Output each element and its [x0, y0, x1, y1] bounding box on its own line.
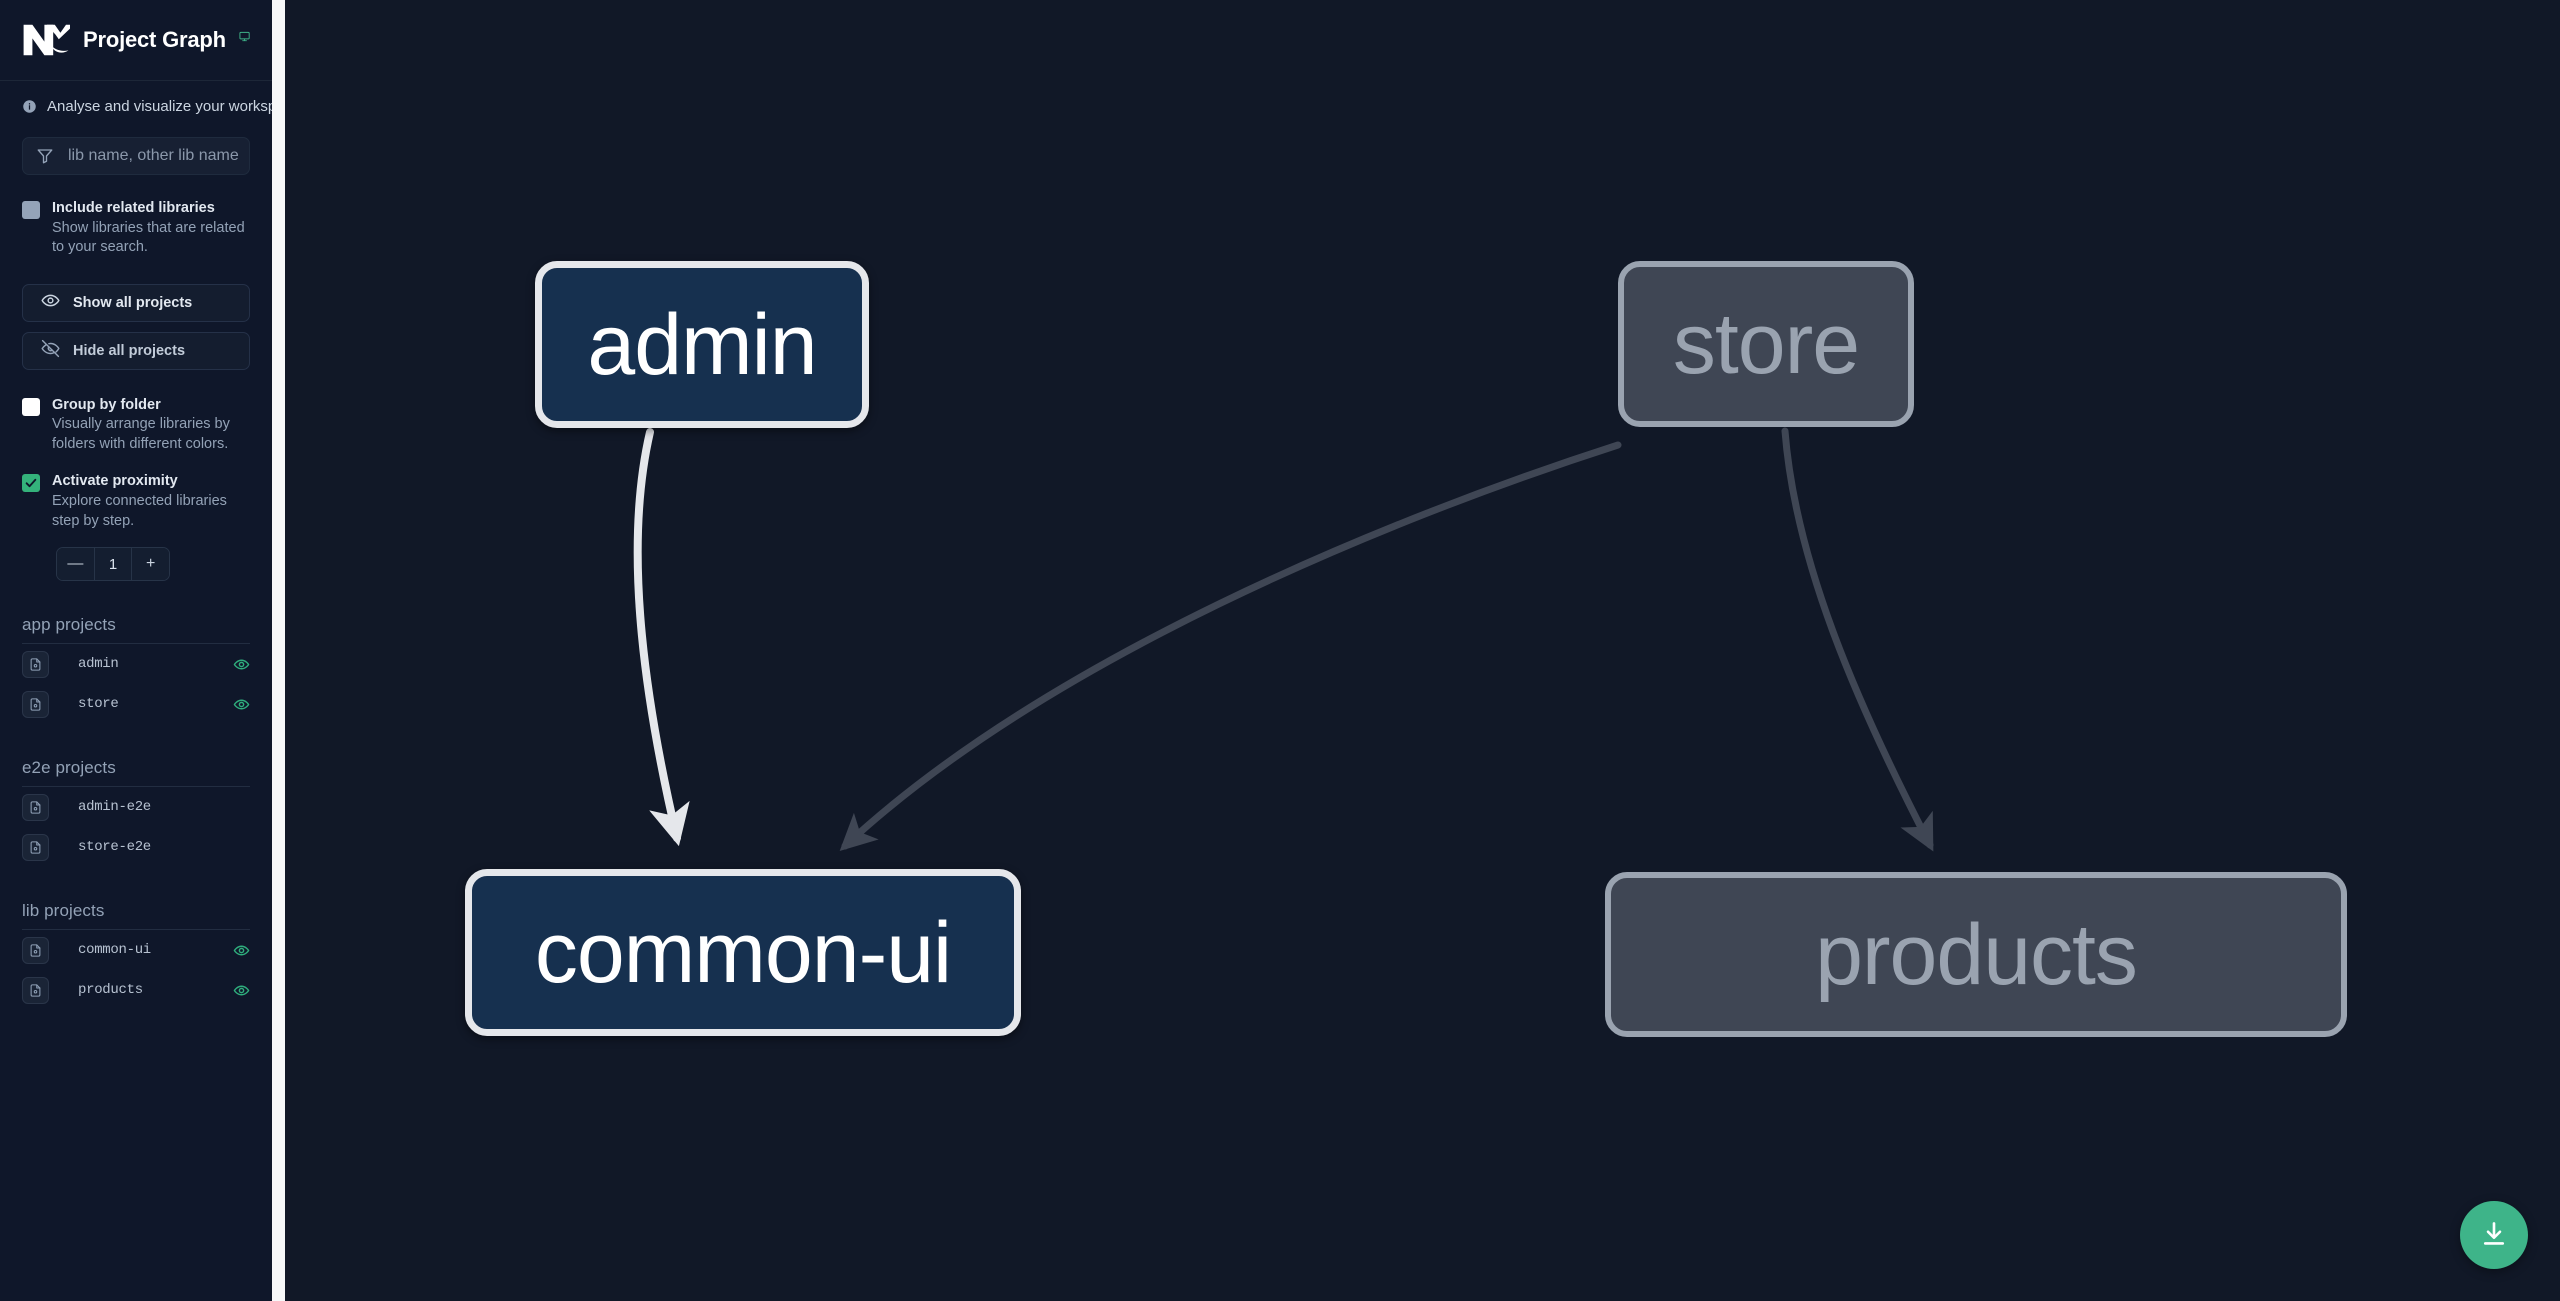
option-group-by-folder[interactable]: Group by folder Visually arrange librari…: [0, 396, 272, 455]
project-name: products: [78, 982, 143, 999]
graph-edges: [633, 427, 1934, 852]
graph-node-products[interactable]: products: [1605, 872, 2347, 1037]
project-file-icon: [22, 690, 49, 718]
edge-store-to-products: [1781, 427, 1934, 852]
project-name: admin: [78, 656, 119, 673]
project-group: e2e projects admin-e2e store-e2e: [0, 758, 272, 867]
divider: [22, 929, 250, 931]
visibility-buttons: Show all projects Hide all projects: [0, 283, 272, 370]
include-related-checkbox[interactable]: [22, 201, 40, 219]
graph-node-label: admin: [587, 296, 817, 393]
group-by-folder-label: Group by folder: [52, 396, 161, 413]
nx-logo-icon: [22, 20, 74, 60]
project-group: lib projects common-ui products: [0, 901, 272, 1010]
eye-off-icon: [41, 339, 60, 362]
download-icon: [2479, 1219, 2509, 1252]
graph-node-store[interactable]: store: [1618, 261, 1914, 427]
divider: [22, 643, 250, 645]
graph-node-common-ui[interactable]: common-ui: [465, 869, 1021, 1036]
monitor-icon[interactable]: [239, 29, 250, 51]
show-all-projects-button[interactable]: Show all projects: [22, 283, 250, 322]
eye-icon: [41, 291, 60, 314]
download-image-button[interactable]: [2460, 1201, 2528, 1269]
project-group-title: e2e projects: [22, 758, 116, 778]
graph-node-admin[interactable]: admin: [535, 261, 869, 428]
edge-admin-to-common-ui: [633, 428, 690, 847]
group-by-folder-desc: Visually arrange libraries by folders wi…: [52, 416, 230, 452]
project-list-item[interactable]: store: [22, 684, 250, 724]
tagline-text: Analyse and visualize your workspace.: [47, 98, 272, 115]
project-list-item[interactable]: admin: [22, 644, 250, 684]
include-related-desc: Show libraries that are related to your …: [52, 219, 245, 256]
eye-icon[interactable]: [233, 656, 250, 673]
funnel-icon: [36, 147, 54, 165]
project-name: store: [78, 696, 119, 713]
proximity-decrement-button[interactable]: —: [57, 548, 94, 581]
info-icon: [22, 99, 37, 114]
project-file-icon: [22, 976, 49, 1004]
activate-proximity-checkbox[interactable]: [22, 474, 40, 493]
project-file-icon: [22, 833, 49, 861]
project-group-title: lib projects: [22, 901, 105, 921]
project-name: store-e2e: [78, 839, 151, 856]
graph-node-label: products: [1815, 906, 2138, 1003]
project-list-item[interactable]: products: [22, 970, 250, 1010]
include-related-label: Include related libraries: [52, 200, 215, 216]
project-name: common-ui: [78, 942, 151, 959]
search-area: [0, 115, 272, 175]
project-file-icon: [22, 936, 49, 964]
group-by-folder-checkbox[interactable]: [22, 397, 40, 416]
show-all-projects-label: Show all projects: [73, 294, 193, 311]
project-list-item[interactable]: store-e2e: [22, 827, 250, 867]
project-name: admin-e2e: [78, 799, 151, 816]
eye-icon[interactable]: [233, 696, 250, 713]
project-file-icon: [22, 793, 49, 821]
option-include-related[interactable]: Include related libraries Show libraries…: [0, 199, 272, 258]
sidebar: Project Graph Analyse and visualize your…: [0, 0, 272, 1301]
activate-proximity-label: Activate proximity: [52, 473, 178, 490]
proximity-value: 1: [93, 548, 132, 581]
project-list-item[interactable]: admin-e2e: [22, 787, 250, 827]
sidebar-header: Project Graph: [0, 0, 272, 81]
project-groups: app projects admin store e2e projects admin-…: [0, 615, 272, 1010]
project-list-item[interactable]: common-ui: [22, 930, 250, 970]
hide-all-projects-label: Hide all projects: [73, 342, 186, 359]
page-title: Project Graph: [83, 27, 226, 52]
graph-canvas[interactable]: admin store common-ui products: [285, 0, 2560, 1301]
proximity-stepper: — 1 +: [56, 547, 170, 582]
activate-proximity-desc: Explore connected libraries step by step…: [52, 492, 227, 529]
graph-node-label: store: [1672, 296, 1860, 392]
project-file-icon: [22, 650, 49, 678]
graph-node-label: common-ui: [534, 904, 952, 1001]
tagline: Analyse and visualize your workspace.: [0, 81, 272, 115]
search-box[interactable]: [22, 137, 272, 175]
option-activate-proximity[interactable]: Activate proximity Explore connected lib…: [0, 472, 272, 531]
divider: [22, 786, 250, 788]
search-input[interactable]: [54, 138, 272, 174]
sidebar-divider[interactable]: [272, 0, 285, 1301]
hide-all-projects-button[interactable]: Hide all projects: [22, 331, 250, 370]
project-group: app projects admin store: [0, 615, 272, 724]
project-group-title: app projects: [22, 615, 116, 635]
eye-icon[interactable]: [233, 942, 250, 959]
edge-store-to-common-ui: [839, 441, 1622, 851]
eye-icon[interactable]: [233, 982, 250, 999]
proximity-increment-button[interactable]: +: [131, 548, 169, 581]
